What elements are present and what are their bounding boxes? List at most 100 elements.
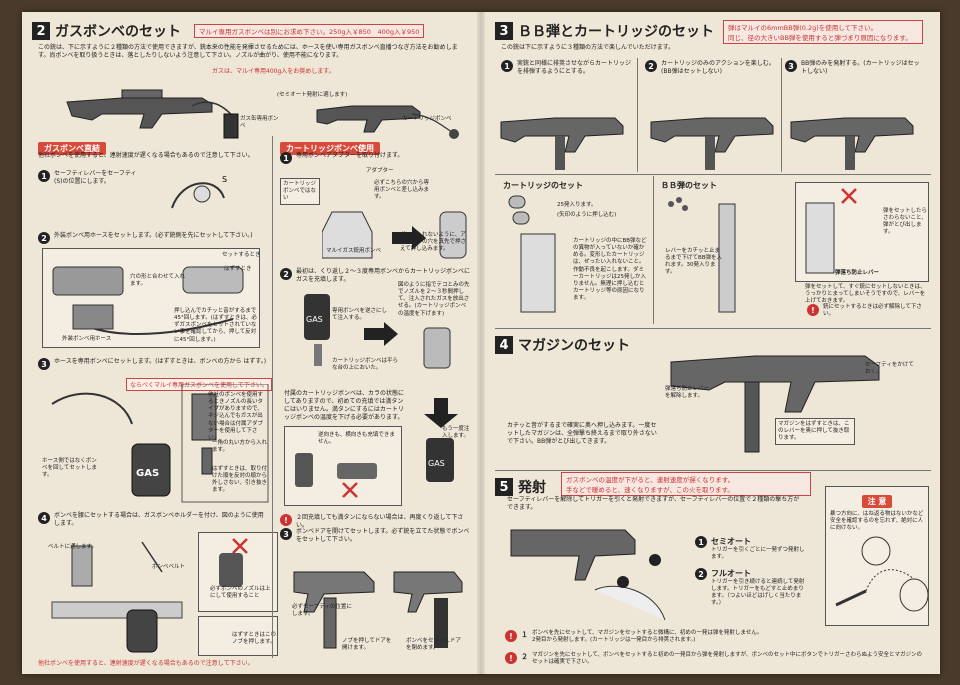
bb-lock: 弾をセットしたらさわらないこと、弾がとび出します。 (883, 208, 928, 236)
label-must-hole: 必ずこちらの穴から専用ボンベと差し込みます。 (374, 180, 430, 201)
belt-holder-illustration (51, 541, 183, 653)
cart-notes: カートリッジの中にBB弾などの異物が入っていないか確かめる。変形したカートリッジ… (573, 238, 647, 302)
label-hose-mark: ホース側ではなくボンベを回してセットします。 (42, 458, 97, 479)
hose-set-illustration (52, 266, 244, 335)
section2-note: マルイ専用ガスボンベは別にお求め下さい。250g入￥850 400g入￥950 (194, 24, 425, 38)
section2-intro: この銃は、下に示すように２種類の方法で使用できますが、銃本来の性能を発揮させるた… (38, 44, 458, 60)
section4-desc: カチッと音がするまで確実に奥へ押し込みます。一度セットしたマガジンは、全弾撃ち終… (507, 422, 657, 446)
label-semi-auto: (セミオート発射に適します) (277, 92, 348, 98)
safety-label: セーフティをかけておく。 (865, 362, 914, 376)
label-remove-adapter: はずすときは、取り付けた順を反対の順から外しさない、引き抜きます。 (212, 466, 268, 494)
section5-header: 5 発射 (495, 476, 546, 498)
section4-number: 4 (495, 336, 513, 354)
label-hose: 外装ボンベ用ホース (62, 336, 112, 342)
bombe-set-illustration: GAS (51, 384, 269, 503)
section5-intro: セーフティレバーを解除してトリガーを引くと発射できますが、セーフティレバーの位置… (507, 496, 800, 512)
svg-text:GAS: GAS (136, 468, 159, 479)
label-belt: ベルトに通します。 (48, 544, 97, 550)
caution-illustration (835, 536, 928, 612)
cartridge-step-3: 3 ボンベドアを開けてセットします。必ず銃を立てた状態でボンベをセットして下さい… (280, 528, 470, 544)
trigger-illustration (510, 529, 666, 621)
page-right: 3 ＢＢ弾とカートリッジのセット 弾はマルイの6mmBB弾(0.2g)を使用して… (485, 12, 940, 674)
section5-warn-box: ガスボンベの温度が下がると、連射速度が遅くなります。 手などで暖めると、速くなり… (561, 472, 811, 496)
caution-box: 注 意 暴つ方向に、はね返る物はないかなど安全を確認するのを忘れず、絶対に人に向… (825, 486, 929, 626)
safety-lever-illustration: S (171, 175, 227, 209)
section4-title: マガジンのセット (518, 338, 630, 354)
label-attached-bombe: 付属のカートリッジボンベは、カラの状態にしてありますので、初めての充填では満タン… (284, 390, 405, 422)
bb-lock-box (795, 182, 929, 282)
tag-cartridge-use: カートリッジボンベ使用 (280, 136, 380, 155)
label-insert-adapter: 図のように指でテコとみの先でノズルを２〜３秒間押して、注入されたガスを放出させる… (398, 282, 470, 317)
bb-lock-illustration (805, 188, 857, 274)
page-left: 2 ガスボンベのセット マルイ専用ガスボンベは別にお求め下さい。250g入￥85… (22, 12, 477, 674)
label-cartridge-bombe: カートリッジボンベ (402, 116, 452, 122)
section3-note-box: 弾はマルイの6mmBB弾(0.2g)を使用して下さい。 同じ、径の大きいBB弾を… (723, 20, 923, 44)
label-cartridge-flat: カートリッジボンベは平らな台の上においた。 (332, 358, 399, 372)
fill-cartridge-illustration: GAS (304, 294, 451, 369)
section2-title: ガスボンベのセット (55, 24, 181, 40)
caution-title: 注 意 (861, 495, 893, 508)
cartridge-step-2: 2 最初は、くり返し２〜３度専用ボンベからカートリッジボンベにガスを充填します。 (280, 268, 470, 284)
adapter-illustration (322, 211, 467, 259)
bb-cart-note: ! 銃にセットするときは必ず解除して下さい。 (807, 304, 929, 318)
bombe-door-illustration (293, 571, 463, 649)
tag-gas-direct: ガスボンベ直結 (38, 136, 106, 155)
label-cartridge-bombe-box: カートリッジボンベではない (280, 178, 320, 206)
gas-direct-step-2: 2 外装ボンベ用ホースをセットします。(必ず銃側を先にセットして下さい。) (38, 232, 258, 244)
cartridge-mag-illustration (508, 195, 556, 313)
svg-text:GAS: GAS (428, 459, 445, 468)
label-push-click: 押し込んでカチッと音がするまで45°回します。(はずすときは、必ずガスボンベをセ… (174, 308, 257, 343)
label-remove-nozzle: はずすときはこのノブを押します。 (232, 632, 277, 646)
magazine-gun-illustration (670, 355, 880, 453)
bb-drop: 弾落ち防止レバー (835, 270, 880, 276)
label-gas-no-leak: ガスがもれないように、アダプターの穴を真先で押さえて押し込みます。 (400, 232, 467, 253)
note-twice: ! ２回充填しても満タンにならない場合は、再度くり返して下さい。 (280, 514, 470, 530)
release-label: 弾落ち防止レバーを解除します。 (665, 386, 710, 400)
label-nozzle-up: 必ずボンベのノズルは上にして使用すること (210, 586, 271, 600)
full-auto: 2 フルオート トリガーを引き続けると連続して発射します。トリガーをもどすと止め… (695, 568, 805, 608)
mag-note: マガジンをはずすときは、このレバーを奥に押して抜き取ります。 (775, 418, 855, 446)
gun-with-hose-illustration (66, 89, 239, 139)
bb-set-title: ＢＢ弾のセット (661, 181, 717, 190)
label-marui-bombe: マルイガス銃用ボンベ (326, 248, 382, 254)
section3-title: ＢＢ弾とカートリッジのセット (518, 24, 714, 40)
label-safety-check: 必ずセーフティの位置にします。 (292, 604, 352, 618)
section2-number: 2 (32, 22, 50, 40)
label-knob-door: ノブを押してドアを開けます。 (342, 638, 392, 652)
nozzle-up-box (198, 532, 278, 612)
label-adapter: アダプター (366, 168, 394, 174)
section2-header: 2 ガスボンベのセット マルイ専用ガスボンベは別にお求め下さい。250g入￥85… (32, 20, 467, 42)
label-more-once: もう一度注入します。 (442, 426, 470, 440)
label-set-time: セットするとき (222, 252, 261, 258)
gas-direct-step-4: 4 ボンベを腰にセットする場合は、ガスボンベホルダーを付け、図のように使用します… (38, 512, 268, 528)
gas-direct-step-1: 1 セーフティレバーをセーフティ(S)の位置にします。 (38, 170, 138, 186)
cart-arrow: (矢印のように押し込む) (557, 212, 617, 218)
avoid-tilt-illustration (295, 453, 377, 498)
gun-with-cartridge-illustration (316, 105, 459, 139)
hose-set-illustration-box (42, 248, 260, 348)
label-gas-bottle: ガス缶専用ボンベ (240, 116, 279, 130)
gas-direct-warning: 他社ボンベを使用すると、連射速度が遅くなる場合もあるので注意して下さい。 (38, 152, 254, 159)
page-fold (477, 12, 485, 674)
semi-auto: 1 セミオート トリガーを引くごとに一発ずつ発射します。 (695, 536, 805, 561)
label-one-round: 一角の丸い方から入れます。 (212, 440, 268, 454)
section3-header: 3 ＢＢ弾とカートリッジのセット (495, 20, 930, 42)
section5-number: 5 (495, 478, 513, 496)
label-bombe-belt: ボンベベルト (152, 564, 186, 570)
section3-intro: この銃は下に示すように３種類の方法で楽しんでいただけます。 (501, 44, 675, 51)
bottom-warning: 他社ボンベを使用すると、連射速度が遅くなる場合もあるので注意して下さい。 (38, 660, 254, 667)
avoid-tilt-box (284, 426, 402, 506)
instruction-sheet: 2 ガスボンベのセット マルイ専用ガスボンベは別にお求め下さい。250g入￥85… (22, 12, 940, 674)
bb-loading-illustration (668, 197, 736, 313)
bb-drop-note: 弾をセットして、すぐ銃にセットしないときは、うっかりとまってしまいそうですので、… (805, 284, 926, 305)
label-bombe-reverse: 専用ボンベを逆さにして注入する。 (332, 308, 388, 322)
nozzle-up-illustration (219, 538, 248, 587)
cartridge-set-title: カートリッジのセット (503, 181, 583, 190)
label-hole-fit: 穴の形と合わせて入れます。 (130, 274, 186, 288)
refill-illustration: GAS (424, 398, 458, 482)
label-set-bombe: ボンベをセットしドアを閉めます。 (406, 638, 462, 652)
fire-note-1: ! １ ボンベを先にセットして、マガジンをセットすると微構に、初めの一発は弾を発… (505, 630, 925, 644)
